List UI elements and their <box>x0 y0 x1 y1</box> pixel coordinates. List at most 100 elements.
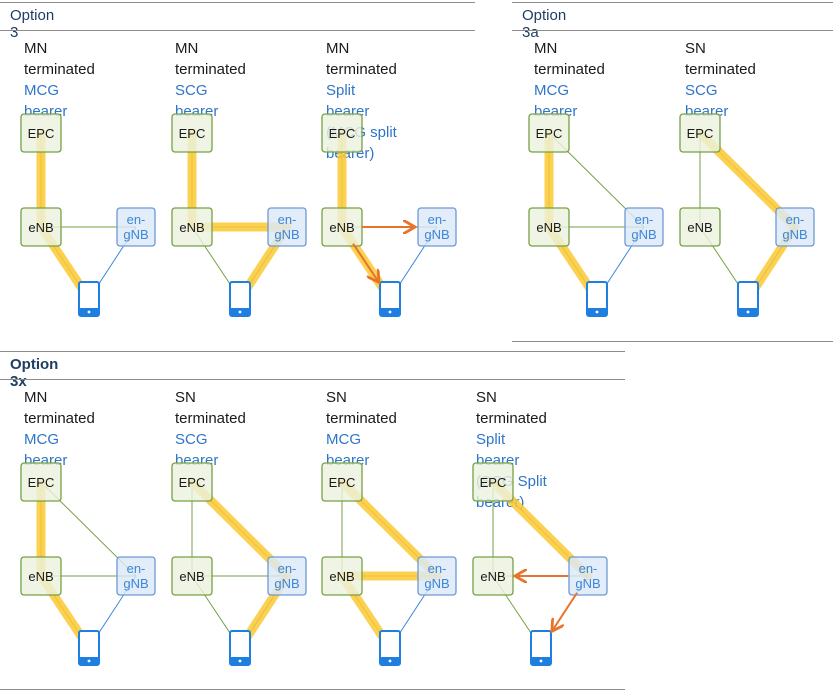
en-gnb-label: en- <box>428 212 447 227</box>
en-gnb-label: en- <box>127 212 146 227</box>
enb-node <box>171 207 213 247</box>
phone-icon-button <box>87 310 91 314</box>
section-rule-bottom <box>512 341 833 342</box>
phone-icon-button <box>388 310 392 314</box>
epc-label: EPC <box>480 475 507 490</box>
split-arrow <box>352 243 378 281</box>
scenario-caption: SN terminated SCG bearer <box>685 38 756 122</box>
en-gnb-node <box>417 556 457 596</box>
en-gnb-node <box>417 207 457 247</box>
en-gnb-label: gNB <box>575 576 600 591</box>
enb-label: eNB <box>179 220 204 235</box>
enb-label: eNB <box>28 220 53 235</box>
section-rule-under-title <box>512 30 833 31</box>
termination-label: MN terminated <box>24 40 95 78</box>
phone-icon-button <box>746 310 750 314</box>
en-gnb-label: en- <box>127 561 146 576</box>
termination-label: SN terminated <box>685 40 756 78</box>
epc-label: EPC <box>329 475 356 490</box>
section-title: Option 3x <box>10 356 59 390</box>
phone-icon-button <box>87 659 91 663</box>
en-gnb-node <box>116 556 156 596</box>
en-gnb-node <box>624 207 664 247</box>
bearer-path <box>337 477 442 653</box>
epc-node <box>20 113 62 153</box>
en-gnb-label: gNB <box>631 227 656 242</box>
section-rule-under-title <box>0 379 625 380</box>
phone-icon-button <box>595 310 599 314</box>
en-gnb-label: en- <box>278 561 297 576</box>
termination-label: MN terminated <box>24 389 95 427</box>
enb-label: eNB <box>480 569 505 584</box>
enb-node <box>171 556 213 596</box>
enb-label: eNB <box>536 220 561 235</box>
scenario-caption: MN terminated SCG bearer <box>175 38 246 122</box>
epc-label: EPC <box>687 126 714 141</box>
termination-label: SN terminated <box>326 389 397 427</box>
diagram-3: EPC eNB en-gNB <box>321 113 457 317</box>
en-gnb-node <box>775 207 815 247</box>
enb-node <box>20 556 62 596</box>
section-title: Option 3a <box>522 7 567 41</box>
diagram-4: EPC eNB en-gNB <box>528 113 664 317</box>
en-gnb-node <box>116 207 156 247</box>
termination-label: MN terminated <box>175 40 246 78</box>
epc-label: EPC <box>329 126 356 141</box>
en-gnb-label: gNB <box>274 227 299 242</box>
en-gnb-label: gNB <box>123 576 148 591</box>
section-rule-under-title <box>0 30 475 31</box>
en-gnb-label: gNB <box>424 576 449 591</box>
en-gnb-label: en- <box>579 561 598 576</box>
enb-label: eNB <box>329 569 354 584</box>
epc-node <box>679 113 721 153</box>
diagram-2: EPC eNB en-gNB <box>171 113 307 317</box>
termination-label: SN terminated <box>476 389 547 427</box>
en-gnb-node <box>267 556 307 596</box>
en-gnb-label: gNB <box>782 227 807 242</box>
enb-label: eNB <box>687 220 712 235</box>
termination-label: MN terminated <box>534 40 605 78</box>
epc-node <box>321 462 363 502</box>
en-gnb-label: gNB <box>123 227 148 242</box>
phone-icon-button <box>539 659 543 663</box>
en-gnb-label: en- <box>278 212 297 227</box>
epc-label: EPC <box>28 126 55 141</box>
epc-node <box>20 462 62 502</box>
termination-label: MN terminated <box>326 40 397 78</box>
diagram-9: EPC eNB en-gNB <box>472 462 608 666</box>
en-gnb-node <box>568 556 608 596</box>
epc-label: EPC <box>179 475 206 490</box>
diagram-6: EPC eNB en-gNB <box>20 462 156 666</box>
enb-label: eNB <box>329 220 354 235</box>
epc-node <box>528 113 570 153</box>
section-rule-top <box>0 2 475 3</box>
en-gnb-node <box>267 207 307 247</box>
section-title: Option 3 <box>10 7 55 41</box>
enb-node <box>20 207 62 247</box>
section-rule-bottom <box>0 689 625 690</box>
en-gnb-label: gNB <box>274 576 299 591</box>
phone-icon-button <box>388 659 392 663</box>
diagram-8: EPC eNB en-gNB <box>321 462 457 666</box>
epc-label: EPC <box>536 126 563 141</box>
phone-icon-button <box>238 310 242 314</box>
enb-node <box>528 207 570 247</box>
epc-node <box>171 113 213 153</box>
termination-label: SN terminated <box>175 389 246 427</box>
phone-icon-button <box>238 659 242 663</box>
enb-label: eNB <box>28 569 53 584</box>
epc-node <box>472 462 514 502</box>
epc-label: EPC <box>179 126 206 141</box>
en-gnb-label: en- <box>428 561 447 576</box>
en-gnb-label: gNB <box>424 227 449 242</box>
bearer-path <box>187 128 292 304</box>
split-arrow <box>553 592 578 630</box>
en-gnb-label: en- <box>635 212 654 227</box>
epc-label: EPC <box>28 475 55 490</box>
en-gnb-label: en- <box>786 212 805 227</box>
section-rule-top <box>512 2 833 3</box>
scenario-caption: SN terminated MCG bearer <box>326 387 397 471</box>
epc-node <box>321 113 363 153</box>
enb-node <box>679 207 721 247</box>
